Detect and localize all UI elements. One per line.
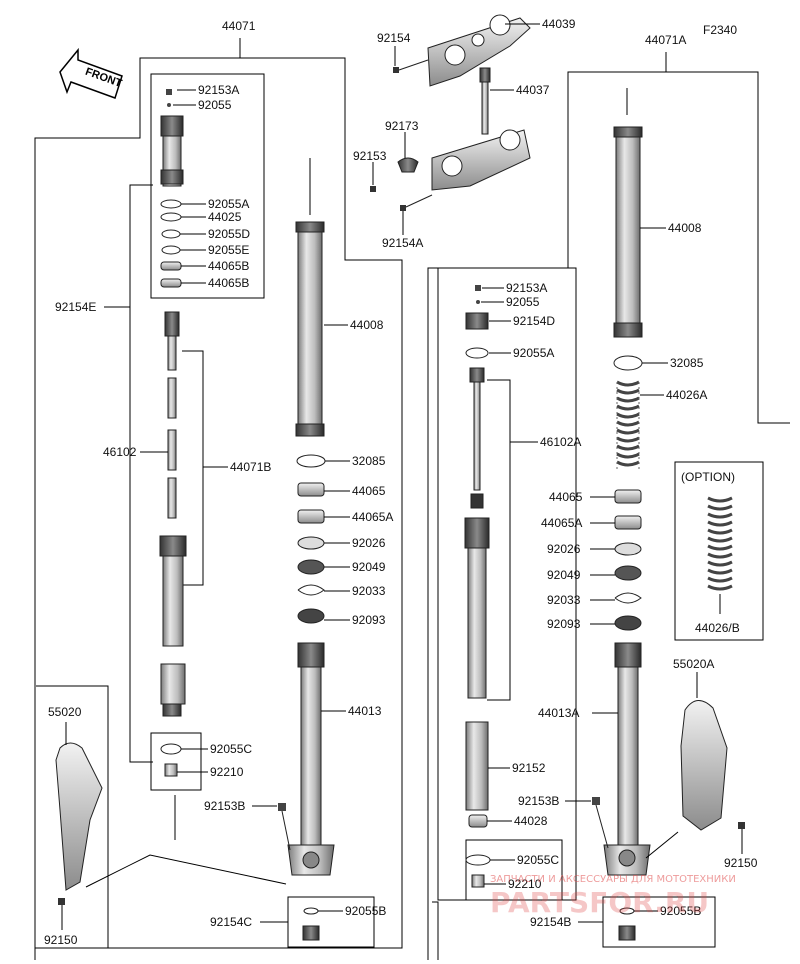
label-92153b-right: 92153B — [518, 794, 559, 808]
label-46102: 46102 — [103, 445, 137, 459]
left-leg-boundary — [34, 57, 403, 960]
label-92154e: 92154E — [55, 300, 96, 314]
label-92210-right: 92210 — [508, 877, 542, 891]
right-leg-boundary — [427, 71, 790, 960]
fork-guard-right — [680, 700, 728, 831]
label-44026b: 44026/B — [695, 621, 740, 635]
cable-clamp — [397, 157, 419, 173]
cartridge-cap-assembly — [160, 89, 184, 187]
figure-code: F2340 — [703, 23, 737, 37]
damper-body — [159, 535, 187, 717]
watermark-site: PARTSFOR.RU — [490, 886, 709, 919]
label-92154d: 92154D — [513, 314, 555, 328]
label-44008-left: 44008 — [350, 318, 384, 332]
label-92026-left: 92026 — [352, 536, 386, 550]
label-92055b-right: 92055B — [660, 904, 701, 918]
inner-tube-right — [603, 642, 651, 876]
label-92055: 92055 — [198, 98, 232, 112]
label-92154: 92154 — [377, 31, 411, 45]
option-box — [674, 461, 764, 641]
cap-bolt-right — [465, 312, 489, 330]
bottom-bolt-right — [618, 925, 636, 941]
option-title: (OPTION) — [681, 470, 735, 484]
label-44013a: 44013A — [538, 706, 579, 720]
label-92150-left: 92150 — [44, 933, 78, 947]
label-44071a: 44071A — [645, 33, 686, 47]
label-92055a: 92055A — [208, 197, 249, 211]
label-92055-right: 92055 — [506, 295, 540, 309]
label-32085-left: 32085 — [352, 454, 386, 468]
label-92033-left: 92033 — [352, 584, 386, 598]
damper-rod-right — [464, 367, 490, 699]
label-92150-right: 92150 — [724, 856, 758, 870]
left-seal-stack — [296, 454, 326, 624]
collar-92210 — [164, 763, 178, 777]
outer-tube-right — [613, 88, 643, 338]
label-44065-right: 44065 — [549, 490, 583, 504]
label-92055d: 92055D — [208, 227, 250, 241]
label-44008-right: 44008 — [668, 221, 702, 235]
label-44028: 44028 — [514, 814, 548, 828]
axle-bolt-left — [278, 803, 291, 851]
label-92153: 92153 — [353, 149, 387, 163]
fork-spring — [616, 380, 640, 470]
label-92049-right: 92049 — [547, 568, 581, 582]
cartridge-rings — [160, 199, 182, 288]
label-44065b-1: 44065B — [208, 259, 249, 273]
label-92153a: 92153A — [198, 83, 239, 97]
label-92154b: 92154B — [530, 915, 571, 929]
right-seal-stack — [614, 489, 642, 631]
label-92154c: 92154C — [210, 915, 252, 929]
label-92055e: 92055E — [208, 243, 249, 257]
label-92033-right: 92033 — [547, 593, 581, 607]
label-44065a-left: 44065A — [352, 510, 393, 524]
label-92153a-right: 92153A — [506, 281, 547, 295]
steering-stem — [431, 67, 531, 191]
label-32085-right: 32085 — [670, 356, 704, 370]
label-46102a: 46102A — [540, 435, 581, 449]
fork-guard-left — [55, 742, 103, 891]
watermark-tagline: ЗАПЧАСТИ И АКСЕССУАРЫ ДЛЯ МОТОТЕХНИКИ — [490, 874, 736, 885]
label-92093-left: 92093 — [352, 613, 386, 627]
outer-tube — [295, 158, 325, 437]
label-92152: 92152 — [512, 761, 546, 775]
spacer-92152 — [465, 721, 489, 811]
label-44071: 44071 — [222, 19, 256, 33]
label-55020: 55020 — [48, 705, 82, 719]
label-92055b-left: 92055B — [345, 904, 386, 918]
label-92055a-right: 92055A — [513, 346, 554, 360]
damper-rod — [164, 311, 180, 519]
option-spring — [707, 496, 733, 591]
label-44065-left: 44065 — [352, 484, 386, 498]
label-92210: 92210 — [210, 765, 244, 779]
collar-44028 — [468, 814, 488, 828]
label-92093-right: 92093 — [547, 617, 581, 631]
label-44037: 44037 — [516, 83, 550, 97]
label-92173: 92173 — [385, 119, 419, 133]
label-44065b-2: 44065B — [208, 276, 249, 290]
oring-92055c — [160, 743, 182, 755]
label-92153b-left: 92153B — [204, 799, 245, 813]
label-55020a: 55020A — [673, 657, 714, 671]
label-92049-left: 92049 — [352, 560, 386, 574]
front-arrow-icon: FRONT — [59, 47, 124, 99]
label-92055c: 92055C — [210, 742, 252, 756]
cartridge-box — [150, 73, 265, 299]
label-44065a-right: 44065A — [541, 516, 582, 530]
label-92055c-right: 92055C — [517, 853, 559, 867]
label-44013: 44013 — [348, 704, 382, 718]
label-44039: 44039 — [542, 17, 576, 31]
label-44026a: 44026A — [666, 388, 707, 402]
inner-tube — [287, 642, 335, 876]
upper-triple-clamp — [427, 14, 531, 87]
bottom-bolt-left — [302, 925, 320, 941]
label-44025: 44025 — [208, 210, 242, 224]
label-92026-right: 92026 — [547, 542, 581, 556]
label-92154a: 92154A — [382, 236, 423, 250]
label-44071b: 44071B — [230, 460, 271, 474]
